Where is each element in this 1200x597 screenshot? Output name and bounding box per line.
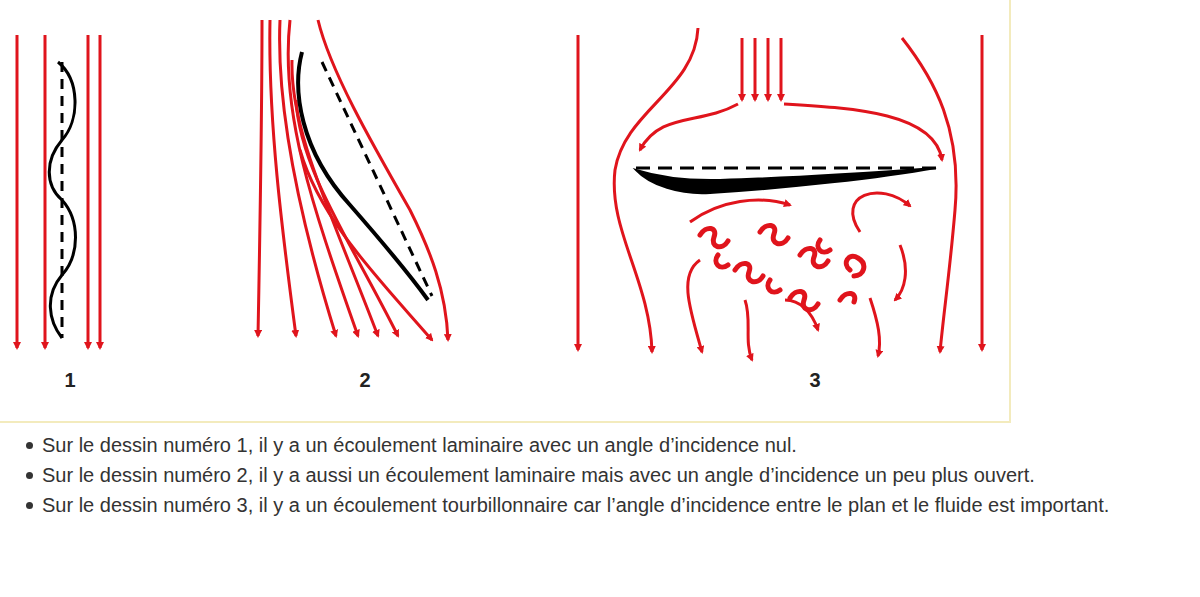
- bullet-text: Sur le dessin numéro 2, il y a aussi un …: [42, 464, 1194, 486]
- streamlines-3: [578, 28, 982, 360]
- bullet-dot: [26, 442, 33, 449]
- bullet-text: Sur le dessin numéro 3, il y a un écoule…: [42, 494, 1194, 516]
- vortices: [700, 225, 864, 309]
- notes-list: Sur le dessin numéro 1, il y a un écoule…: [42, 434, 1194, 524]
- drawing-number: 2: [359, 369, 370, 391]
- bullet-dot: [26, 472, 33, 479]
- streamlines-2: [258, 20, 448, 340]
- frame: [0, 0, 1010, 422]
- plate-1: [49, 62, 75, 338]
- drawing-number: 1: [64, 369, 75, 391]
- bullet-item: Sur le dessin numéro 2, il y a aussi un …: [42, 464, 1194, 486]
- bullet-item: Sur le dessin numéro 3, il y a un écoule…: [42, 494, 1194, 516]
- plate-2: [298, 52, 428, 300]
- drawing-number: 3: [809, 369, 820, 391]
- bullet-item: Sur le dessin numéro 1, il y a un écoule…: [42, 434, 1194, 456]
- bullet-text: Sur le dessin numéro 1, il y a un écoule…: [42, 434, 1194, 456]
- chord-line: [322, 62, 432, 296]
- bullet-dot: [26, 502, 33, 509]
- chord-line: [636, 167, 936, 170]
- streamlines-1: [17, 35, 100, 348]
- plate-3: [636, 168, 936, 193]
